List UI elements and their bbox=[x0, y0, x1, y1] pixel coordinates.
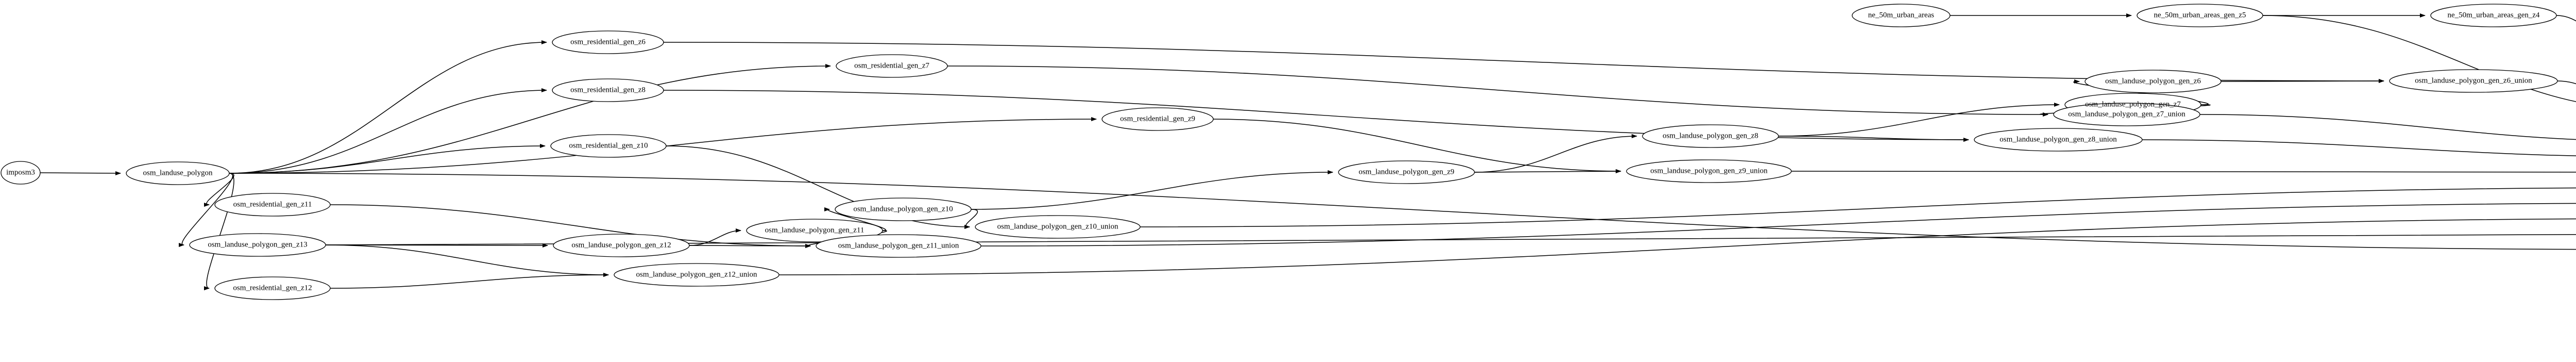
edge-osm_landuse_polygon--to--osm_residential_gen_z7 bbox=[229, 64, 831, 174]
node-osm_residential_gen_z10[interactable] bbox=[550, 134, 667, 158]
edge-osm_landuse_polygon--to--osm_residential_gen_z11 bbox=[204, 173, 234, 207]
node-osm_landuse_polygon_gen_z10_union[interactable] bbox=[975, 215, 1141, 239]
edge-osm_landuse_polygon_gen_z12_union--to--layer_landuse-z12 bbox=[778, 218, 2576, 275]
node-osm_residential_gen_z11[interactable] bbox=[214, 193, 331, 217]
edge-osm_landuse_polygon_gen_z9_union--to--layer_landuse-z9 bbox=[1791, 171, 2576, 173]
edge-osm_landuse_polygon_gen_z8_union--to--layer_landuse-z8 bbox=[2142, 139, 2576, 157]
node-osm_residential_gen_z7[interactable] bbox=[836, 54, 948, 78]
node-osm_landuse_polygon_gen_z6[interactable] bbox=[2084, 70, 2222, 93]
edge-osm_landuse_polygon_gen_z13--to--osm_landuse_polygon_gen_z12_union bbox=[325, 244, 609, 277]
node-osm_landuse_polygon_gen_z8_union[interactable] bbox=[1974, 128, 2143, 152]
edge-osm_landuse_polygon--to--osm_residential_gen_z10 bbox=[229, 144, 546, 174]
node-ne_50m_urban_areas_gen_z5[interactable] bbox=[2137, 4, 2263, 27]
node-osm_landuse_polygon_gen_z13[interactable] bbox=[189, 233, 326, 257]
node-osm_landuse_polygon_gen_z6_union[interactable] bbox=[2389, 69, 2558, 93]
edge-osm_residential_gen_z7--to--osm_landuse_polygon_gen_z7_union bbox=[947, 65, 2048, 117]
node-ne_50m_urban_areas_gen_z4[interactable] bbox=[2430, 4, 2557, 27]
edge-osm_landuse_polygon_gen_z9--to--osm_landuse_polygon_gen_z9_union bbox=[1474, 169, 1621, 174]
edge-osm_residential_gen_z10--to--osm_landuse_polygon_gen_z10_union bbox=[666, 145, 970, 229]
node-osm_residential_gen_z12[interactable] bbox=[214, 276, 331, 300]
edge-osm_landuse_polygon_gen_z10--to--osm_landuse_polygon_gen_z10_union bbox=[964, 209, 978, 229]
edge-osm_residential_gen_z11--to--osm_landuse_polygon_gen_z11_union bbox=[330, 204, 811, 248]
edge-osm_residential_gen_z6--to--osm_landuse_polygon_gen_z6_union bbox=[663, 42, 2384, 83]
edge-osm_landuse_polygon_gen_z11--to--osm_landuse_polygon_gen_z10 bbox=[824, 207, 886, 231]
node-osm_landuse_polygon_gen_z11_union[interactable] bbox=[816, 234, 981, 258]
edge-osm_landuse_polygon_gen_z9--to--osm_landuse_polygon_gen_z8 bbox=[1474, 134, 1637, 173]
edge-osm_landuse_polygon--to--osm_residential_gen_z12 bbox=[204, 173, 234, 290]
edge-osm_landuse_polygon--to--layer_landuse-z14+ bbox=[229, 173, 2576, 250]
node-osm_residential_gen_z6[interactable] bbox=[552, 30, 664, 54]
edge-osm_landuse_polygon_gen_z10_union--to--layer_landuse-z10 bbox=[1140, 187, 2576, 227]
node-imposm3[interactable] bbox=[1, 161, 41, 185]
edge-osm_landuse_polygon_gen_z12--to--osm_landuse_polygon_gen_z11 bbox=[689, 228, 741, 246]
node-osm_landuse_polygon_gen_z10[interactable] bbox=[835, 198, 972, 221]
edge-osm_landuse_polygon_gen_z10--to--osm_landuse_polygon_gen_z9 bbox=[971, 170, 1333, 210]
node-osm_landuse_polygon_gen_z11[interactable] bbox=[746, 219, 883, 242]
edge-group bbox=[40, 13, 2576, 290]
node-osm_residential_gen_z8[interactable] bbox=[552, 78, 664, 102]
edge-osm_residential_gen_z9--to--osm_landuse_polygon_gen_z9_union bbox=[1213, 119, 1621, 173]
node-ne_50m_urban_areas[interactable] bbox=[1852, 4, 1951, 27]
edge-osm_landuse_polygon_gen_z8--to--osm_landuse_polygon_gen_z8_union bbox=[1778, 136, 1969, 142]
node-osm_landuse_polygon_gen_z8[interactable] bbox=[1642, 124, 1779, 148]
edge-osm_residential_gen_z12--to--osm_landuse_polygon_gen_z12_union bbox=[330, 273, 609, 289]
node-osm_landuse_polygon_gen_z7_union[interactable] bbox=[2053, 103, 2200, 126]
edge-osm_landuse_polygon_gen_z7--to--osm_landuse_polygon_gen_z6 bbox=[2073, 79, 2209, 105]
edge-osm_landuse_polygon_gen_z8--to--osm_landuse_polygon_gen_z7 bbox=[1778, 103, 2060, 137]
edge-osm_landuse_polygon_gen_z7_union--to--layer_landuse-z7 bbox=[2199, 114, 2576, 140]
node-group bbox=[1, 4, 2558, 300]
edge-osm_landuse_polygon_gen_z11_union--to--layer_landuse-z11 bbox=[980, 203, 2576, 246]
edge-ne_50m_urban_areas_gen_z5--to--layer_landuse-z5 bbox=[2262, 15, 2576, 102]
node-osm_landuse_polygon_gen_z9_union[interactable] bbox=[1626, 159, 1792, 183]
edge-ne_50m_urban_areas_gen_z4--to--layer_landuse-z4 bbox=[2556, 15, 2576, 22]
node-osm_landuse_polygon_gen_z9[interactable] bbox=[1338, 160, 1475, 184]
node-osm_residential_gen_z9[interactable] bbox=[1101, 107, 1214, 131]
node-osm_landuse_polygon_gen_z12[interactable] bbox=[553, 234, 690, 257]
edge-osm_landuse_polygon--to--osm_landuse_polygon_gen_z13 bbox=[178, 173, 233, 247]
node-osm_landuse_polygon_gen_z12_union[interactable] bbox=[614, 263, 779, 287]
edge-osm_landuse_polygon--to--osm_residential_gen_z8 bbox=[229, 88, 547, 174]
node-osm_landuse_polygon[interactable] bbox=[126, 161, 230, 185]
edge-osm_landuse_polygon--to--osm_residential_gen_z6 bbox=[229, 40, 547, 174]
edge-osm_landuse_polygon_gen_z6_union--to--layer_landuse-z6 bbox=[2557, 80, 2576, 85]
